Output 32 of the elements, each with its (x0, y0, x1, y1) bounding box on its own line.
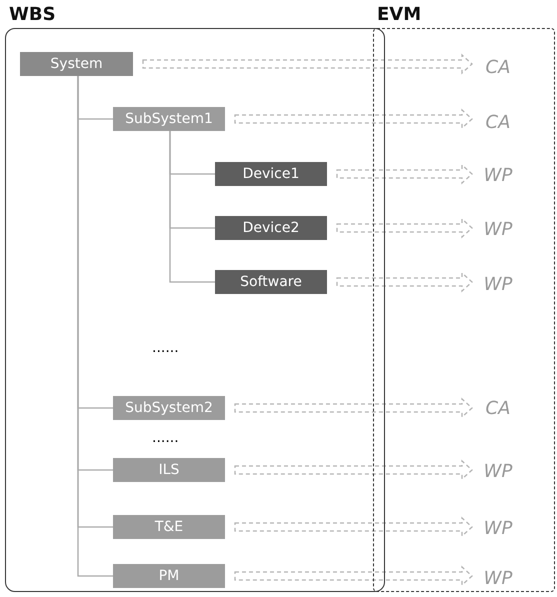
group-heading: WBS (9, 4, 56, 25)
account-type-label: WP (478, 565, 518, 591)
wbs-element-box: System (20, 52, 133, 76)
account-type-label: WP (478, 515, 518, 541)
wbs-element-box: ILS (113, 458, 225, 482)
group-heading: EVM (377, 4, 422, 25)
tree-connector (169, 131, 215, 283)
account-type-label: WP (478, 162, 518, 188)
block-arrow (234, 108, 473, 130)
wbs-element-box: Software (215, 270, 327, 294)
account-type-label: CA (478, 395, 518, 421)
account-type-label: WP (478, 271, 518, 297)
block-arrow (234, 516, 473, 538)
block-arrow (336, 218, 473, 238)
block-arrow (336, 272, 473, 292)
wbs-element-box: PM (113, 564, 225, 588)
wbs-element-box: Device2 (215, 216, 327, 240)
block-arrow (234, 566, 473, 586)
ellipsis-note: ...... (152, 340, 179, 356)
block-arrow (142, 54, 473, 74)
wbs-element-box: SubSystem2 (113, 396, 225, 420)
account-type-label: WP (478, 216, 518, 242)
account-type-label: CA (478, 54, 518, 80)
wbs-element-box: Device1 (215, 162, 327, 186)
block-arrow (234, 460, 473, 480)
account-type-label: CA (478, 109, 518, 135)
wbs-element-box: T&E (113, 515, 225, 539)
account-type-label: WP (478, 458, 518, 484)
ellipsis-note: ...... (152, 430, 179, 446)
block-arrow (234, 398, 473, 418)
block-arrow (336, 164, 473, 184)
wbs-element-box: SubSystem1 (113, 107, 225, 131)
